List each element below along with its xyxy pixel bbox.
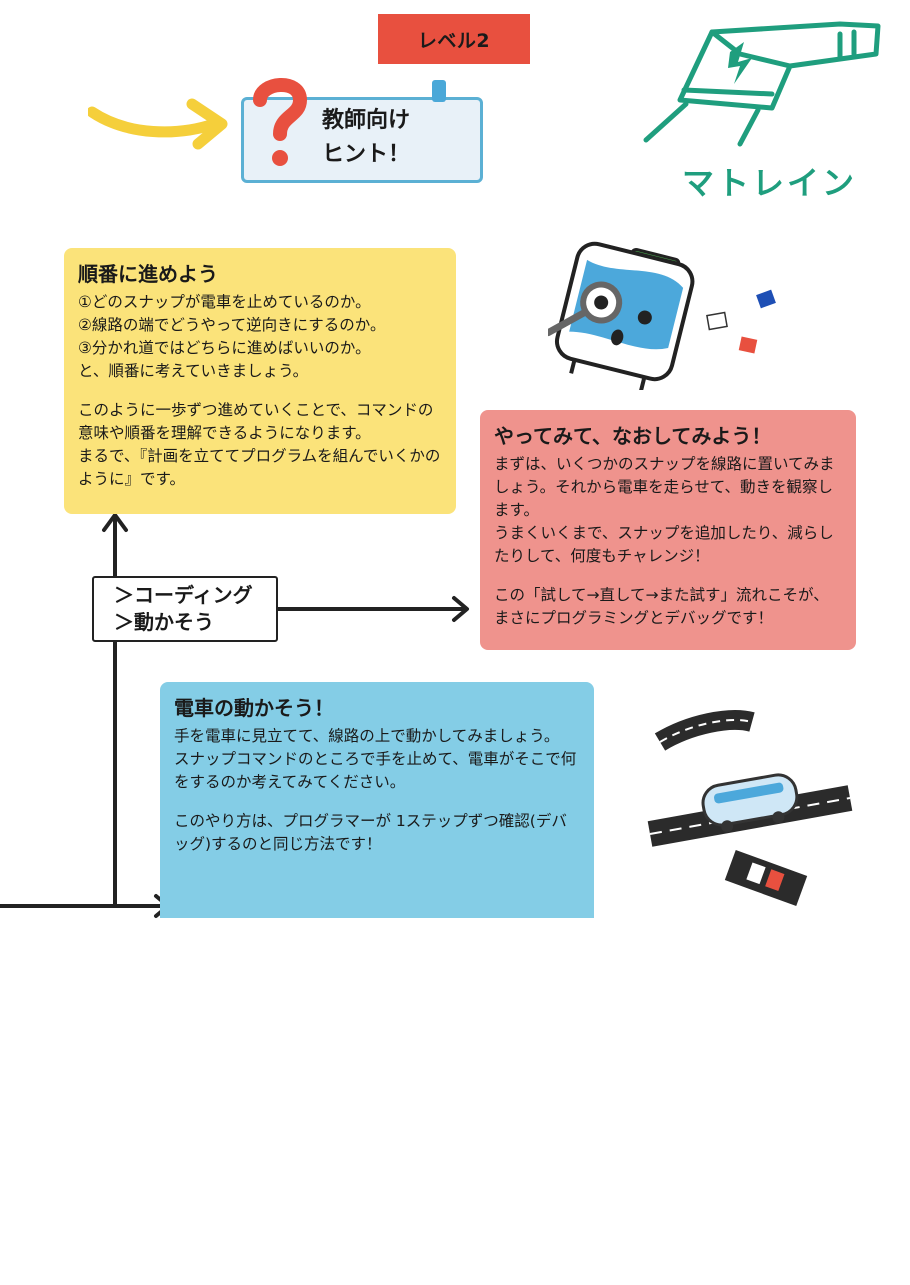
card-order-title: 順番に進めよう — [78, 262, 218, 286]
card-order-body1: ①どのスナップが電車を止めているのか。 ②線路の端でどうやって逆向きにするのか。… — [78, 293, 386, 380]
yellow-arrow-icon — [88, 98, 228, 150]
train-track-illustration — [647, 710, 853, 907]
flow-label: ＞コーディング ＞動かそう — [92, 576, 278, 642]
flow-label-line1: ＞コーディング — [114, 583, 253, 607]
question-mark-icon — [253, 78, 308, 166]
card-try-body2: この「試して→直して→また試す」流れこそが、まさにプログラミングとデバッグです！ — [494, 586, 829, 627]
robot-detective-illustration — [548, 241, 776, 390]
up-arrow-head — [102, 513, 128, 532]
mid-arrow-head — [452, 596, 469, 622]
card-move-body1: 手を電車に見立てて、線路の上で動かしてみましょう。 スナップコマンドのところで手… — [174, 727, 577, 791]
card-try: やってみて、なおしてみよう！ まずは、いくつかのスナップを線路に置いてみましょう… — [480, 410, 856, 650]
hint-title: 教師向け ヒント！ — [322, 104, 410, 172]
card-move-title: 電車の動かそう！ — [174, 696, 334, 720]
hint-title-line2: ヒント！ — [322, 142, 411, 167]
hint-sign — [241, 97, 483, 183]
logo-text: マトレイン — [682, 164, 858, 202]
flow-label-line2: ＞動かそう — [114, 610, 214, 634]
bullet-train-lightning-icon — [643, 21, 881, 147]
hint-title-line1: 教師向け — [322, 108, 411, 133]
card-try-body1: まずは、いくつかのスナップを線路に置いてみましょう。それから電車を走らせて、動き… — [494, 455, 835, 565]
card-try-title: やってみて、なおしてみよう！ — [494, 424, 772, 448]
sign-clip — [432, 80, 446, 102]
level-badge: レベル2 — [378, 14, 530, 64]
card-move-body2: このやり方は、プログラマーが 1ステップずつ確認(デバッグ)するのと同じ方法です… — [174, 812, 567, 853]
card-order-body2: このように一歩ずつ進めていくことで、コマンドの意味や順番を理解できるようになりま… — [78, 401, 441, 488]
card-move: 電車の動かそう！ 手を電車に見立てて、線路の上で動かしてみましょう。 スナップコ… — [160, 682, 594, 918]
card-order: 順番に進めよう ①どのスナップが電車を止めているのか。 ②線路の端でどうやって逆… — [64, 248, 456, 514]
